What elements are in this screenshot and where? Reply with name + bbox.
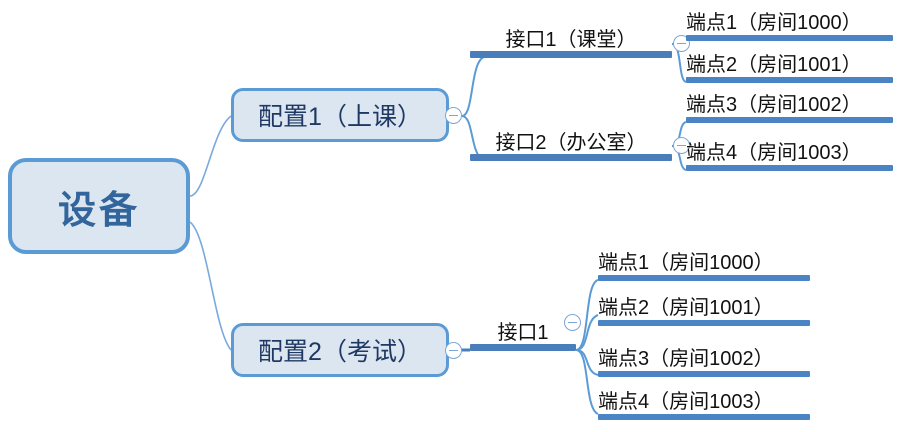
endpoint-node-2-1-2-label: 端点2（房间1001） — [598, 297, 774, 319]
config-node-2[interactable]: 配置2（考试） — [231, 323, 449, 377]
endpoint-node-1-2-1[interactable]: 端点3（房间1002） — [686, 87, 893, 123]
collapse-minus-icon-interface-1-2[interactable] — [673, 137, 690, 154]
root-node[interactable]: 设备 — [8, 158, 190, 254]
endpoint-node-2-1-3-rule — [598, 371, 810, 377]
endpoint-node-1-1-1[interactable]: 端点1（房间1000） — [686, 5, 893, 41]
interface-node-1-2-rule — [470, 154, 672, 161]
config-node-1[interactable]: 配置1（上课） — [231, 88, 449, 142]
endpoint-node-2-1-4-label: 端点4（房间1003） — [598, 391, 774, 413]
endpoint-node-2-1-3-label: 端点3（房间1002） — [598, 348, 774, 370]
interface-node-1-1[interactable]: 接口1（课堂） — [470, 18, 672, 58]
interface-node-1-1-label: 接口1（课堂） — [505, 29, 637, 51]
endpoint-node-2-1-1-label: 端点1（房间1000） — [598, 252, 774, 274]
endpoint-node-1-1-1-label: 端点1（房间1000） — [686, 12, 862, 34]
endpoint-node-1-2-2-rule — [686, 165, 893, 171]
endpoint-node-1-2-2[interactable]: 端点4（房间1003） — [686, 135, 893, 171]
endpoint-node-2-1-2-rule — [598, 320, 810, 326]
endpoint-node-2-1-1[interactable]: 端点1（房间1000） — [598, 245, 810, 281]
config-node-1-label: 配置1（上课） — [258, 103, 422, 131]
collapse-minus-icon-interface-1-1[interactable] — [673, 35, 690, 52]
endpoint-node-1-1-2-rule — [686, 77, 893, 83]
endpoint-node-2-1-1-rule — [598, 275, 810, 281]
endpoint-node-1-1-2[interactable]: 端点2（房间1001） — [686, 47, 893, 83]
interface-node-2-1[interactable]: 接口1 — [470, 311, 576, 351]
endpoint-node-2-1-3[interactable]: 端点3（房间1002） — [598, 341, 810, 377]
interface-node-1-2[interactable]: 接口2（办公室） — [470, 121, 672, 161]
endpoint-node-2-1-4[interactable]: 端点4（房间1003） — [598, 384, 810, 420]
endpoint-node-1-1-1-rule — [686, 35, 893, 41]
endpoint-node-2-1-2[interactable]: 端点2（房间1001） — [598, 290, 810, 326]
collapse-minus-icon-config-1[interactable] — [445, 107, 462, 124]
collapse-minus-icon-interface-2-1[interactable] — [564, 314, 581, 331]
collapse-minus-icon-config-2[interactable] — [445, 342, 462, 359]
endpoint-node-1-2-1-label: 端点3（房间1002） — [686, 94, 862, 116]
root-node-label: 设备 — [57, 189, 140, 232]
interface-node-1-2-label: 接口2（办公室） — [495, 132, 647, 154]
endpoint-node-1-2-2-label: 端点4（房间1003） — [686, 142, 862, 164]
interface-node-1-1-rule — [470, 51, 672, 58]
endpoint-node-1-1-2-label: 端点2（房间1001） — [686, 54, 862, 76]
endpoint-node-1-2-1-rule — [686, 117, 893, 123]
config-node-2-label: 配置2（考试） — [258, 338, 422, 366]
interface-node-2-1-rule — [470, 344, 576, 351]
endpoint-node-2-1-4-rule — [598, 414, 810, 420]
interface-node-2-1-label: 接口1 — [497, 322, 549, 344]
